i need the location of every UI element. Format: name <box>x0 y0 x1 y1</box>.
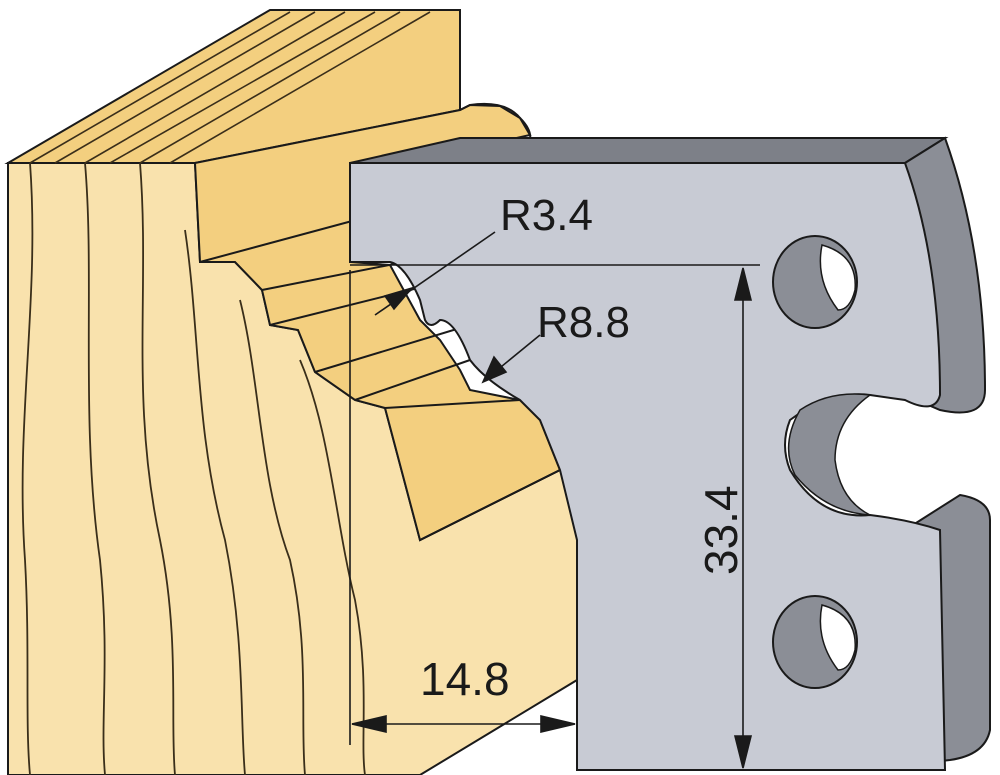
height-arrow-top <box>733 267 753 301</box>
r-large-arrow <box>481 355 508 384</box>
knife-blade <box>349 136 991 771</box>
height-label: 33.4 <box>695 485 747 575</box>
depth-arrow-left <box>351 714 387 734</box>
depth-label: 14.8 <box>420 653 510 705</box>
wood-grain-front <box>21 162 366 775</box>
r-small-arrow <box>383 286 415 311</box>
depth-arrow-right <box>540 714 576 734</box>
radius-small-label: R3.4 <box>500 191 593 240</box>
dimension-lines <box>349 231 760 769</box>
height-arrow-bottom <box>733 735 753 769</box>
upper-bolt-hole <box>772 235 858 329</box>
lower-bolt-hole <box>772 595 858 689</box>
knife-top-bevel <box>349 137 949 164</box>
radius-large-label: R8.8 <box>537 298 630 347</box>
wood-grain-top <box>29 11 431 164</box>
knife-notch-shadow <box>787 393 872 516</box>
wood-workpiece <box>4 9 578 775</box>
